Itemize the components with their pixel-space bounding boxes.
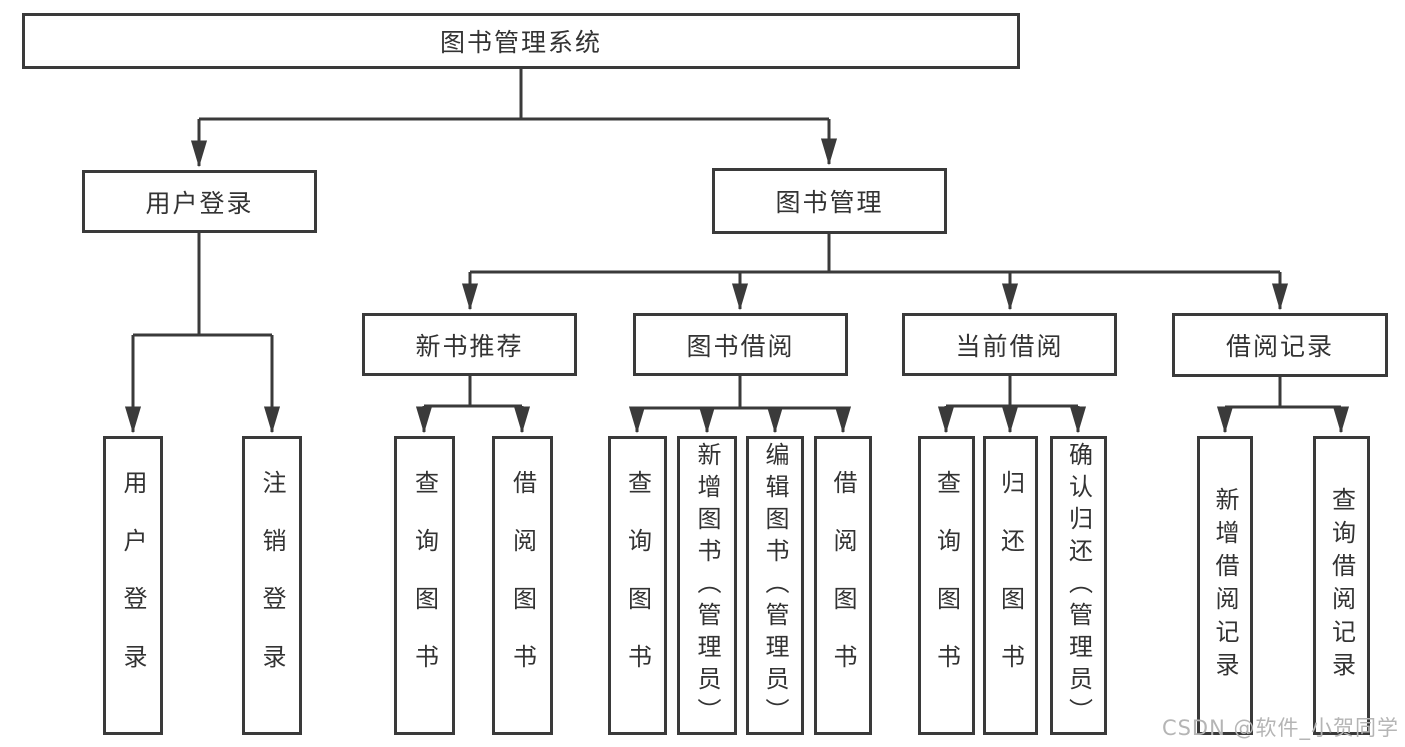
node-book-management: 图书管理: [712, 168, 947, 234]
leaf-logout: 注销登录: [242, 436, 302, 735]
leaf-user-login: 用户登录: [103, 436, 163, 735]
leaf-newrec-borrow-books: 借阅图书: [492, 436, 553, 735]
node-book-borrowing: 图书借阅: [633, 313, 848, 376]
leaf-records-query-record: 查询借阅记录: [1313, 436, 1370, 735]
node-new-book-recommend: 新书推荐: [362, 313, 577, 376]
leaf-current-return-books: 归还图书: [983, 436, 1038, 735]
leaf-borrow-add-books-admin: 新增图书（管理员）: [677, 436, 737, 735]
leaf-current-query-books: 查询图书: [918, 436, 975, 735]
leaf-borrow-borrow-books: 借阅图书: [814, 436, 872, 735]
leaf-borrow-query-books: 查询图书: [608, 436, 667, 735]
leaf-newrec-query-books: 查询图书: [394, 436, 455, 735]
leaf-records-add-record: 新增借阅记录: [1197, 436, 1253, 735]
node-library-management-system: 图书管理系统: [22, 13, 1020, 69]
csdn-watermark: CSDN @软件_小贺同学: [1161, 716, 1399, 740]
leaf-current-confirm-return-admin: 确认归还（管理员）: [1050, 436, 1107, 735]
node-current-borrowing: 当前借阅: [902, 313, 1117, 376]
node-borrowing-records: 借阅记录: [1172, 313, 1388, 377]
leaf-borrow-edit-books-admin: 编辑图书（管理员）: [746, 436, 804, 735]
node-user-login: 用户登录: [82, 170, 317, 233]
